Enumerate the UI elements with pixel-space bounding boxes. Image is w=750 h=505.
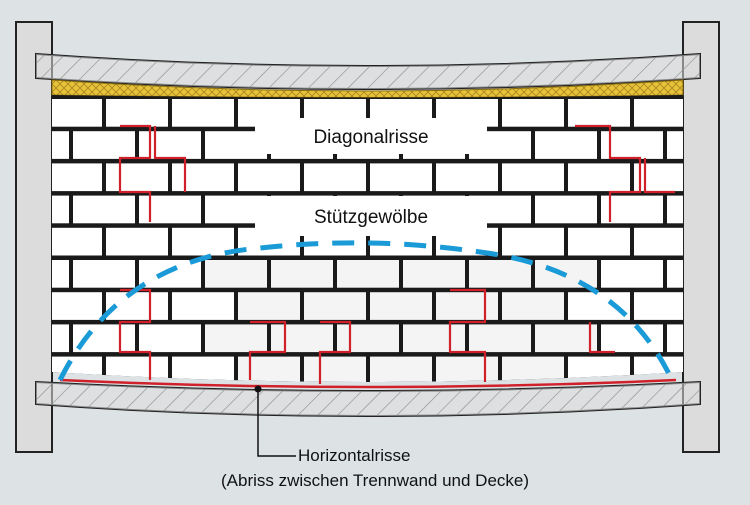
brick xyxy=(502,292,564,320)
brick xyxy=(73,195,135,224)
brick xyxy=(52,195,69,224)
brick xyxy=(337,324,399,353)
brick xyxy=(502,356,564,382)
brick xyxy=(469,324,531,353)
brick xyxy=(502,227,564,256)
brick xyxy=(601,131,663,159)
brick xyxy=(337,260,399,288)
brick xyxy=(535,324,597,353)
brick xyxy=(139,260,201,288)
brick xyxy=(601,260,663,288)
brick xyxy=(667,260,683,288)
brick xyxy=(634,227,683,256)
brick xyxy=(172,292,234,320)
brick xyxy=(238,356,300,382)
brick xyxy=(139,131,201,159)
brick xyxy=(634,99,683,127)
left-column xyxy=(15,21,53,453)
brick xyxy=(238,292,300,320)
brick xyxy=(502,99,564,127)
crack-center xyxy=(318,320,352,384)
brick xyxy=(52,227,102,256)
brick xyxy=(535,131,597,159)
brick xyxy=(52,292,102,320)
brick xyxy=(634,163,683,192)
arch-label: Stützgewölbe xyxy=(314,207,428,228)
crack-center-right xyxy=(448,288,487,382)
brick xyxy=(106,356,168,382)
brick xyxy=(106,227,168,256)
brick xyxy=(370,356,432,382)
brick xyxy=(667,131,683,159)
brick xyxy=(106,99,168,127)
right-column xyxy=(682,21,720,453)
crack-left-upper-2 xyxy=(153,126,187,192)
brick xyxy=(172,99,234,127)
horizontal-cracks-label: Horizontalrisse xyxy=(298,446,411,465)
horizontal-cracks-note: (Abriss zwischen Trennwand und Decke) xyxy=(220,471,530,490)
brick xyxy=(52,163,102,192)
brick xyxy=(535,195,597,224)
brick xyxy=(172,356,234,382)
brick xyxy=(601,195,663,224)
brick xyxy=(238,163,300,192)
horizontal-crack xyxy=(59,378,677,389)
brick xyxy=(568,227,630,256)
crack-right-upper xyxy=(575,124,642,222)
crack-center-left xyxy=(248,320,287,380)
brick xyxy=(568,356,630,382)
brick xyxy=(436,292,498,320)
brick xyxy=(205,260,267,288)
brick xyxy=(271,324,333,353)
diagonal-label-box xyxy=(255,118,487,154)
brick xyxy=(52,324,69,353)
brick xyxy=(436,356,498,382)
brick xyxy=(568,163,630,192)
brick xyxy=(436,163,498,192)
crack-left-upper xyxy=(118,124,152,222)
arch-label-box xyxy=(255,196,487,236)
brick xyxy=(667,195,683,224)
brick xyxy=(568,99,630,127)
brick xyxy=(139,195,201,224)
brick xyxy=(52,99,102,127)
brick xyxy=(304,163,366,192)
brick xyxy=(172,227,234,256)
brick xyxy=(667,324,683,353)
diagonal-cracks-label: Diagonalrisse xyxy=(313,127,428,148)
crack-left-lower xyxy=(118,288,152,380)
brick xyxy=(568,292,630,320)
brick xyxy=(370,163,432,192)
crack-right-lower xyxy=(588,322,615,354)
brick xyxy=(403,260,465,288)
brick xyxy=(469,260,531,288)
brick xyxy=(634,292,683,320)
brick xyxy=(73,260,135,288)
brick xyxy=(271,260,333,288)
brick xyxy=(370,292,432,320)
leader-line xyxy=(257,389,296,457)
brick xyxy=(304,356,366,382)
brick xyxy=(304,292,366,320)
brick xyxy=(205,324,267,353)
diagonal-cracks xyxy=(118,124,675,384)
brick xyxy=(52,260,69,288)
support-arch-line xyxy=(57,240,675,382)
brick xyxy=(172,163,234,192)
brick xyxy=(73,324,135,353)
brick xyxy=(139,324,201,353)
brick xyxy=(502,163,564,192)
crack-right-upper-2 xyxy=(643,158,675,194)
brick xyxy=(73,131,135,159)
brick xyxy=(403,324,465,353)
brick xyxy=(106,163,168,192)
brick xyxy=(601,324,663,353)
brick xyxy=(52,131,69,159)
